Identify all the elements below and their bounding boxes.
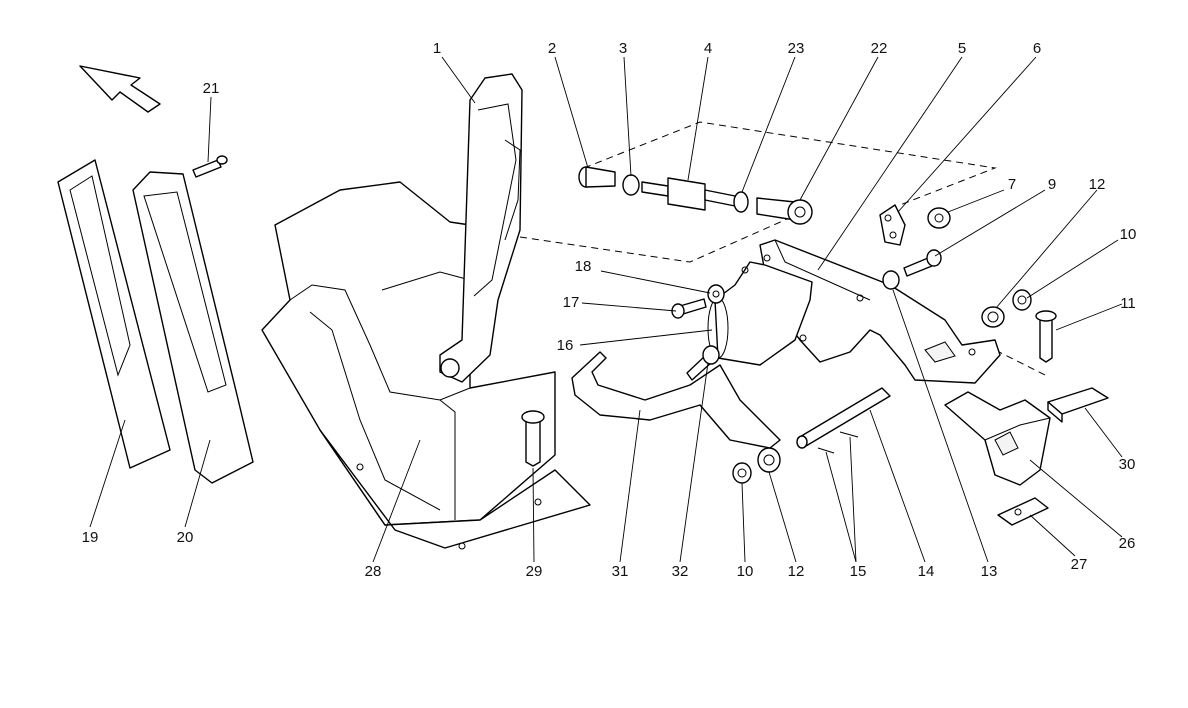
- part-4-threaded-sleeve: [641, 177, 736, 211]
- part-12-bushing-upper: [981, 306, 1005, 328]
- part-30-rubber-pad: [1047, 387, 1109, 423]
- part-3-spacer: [622, 174, 640, 196]
- callout-4: 4: [704, 40, 712, 57]
- callout-3: 3: [619, 40, 627, 57]
- callout-21: 21: [203, 80, 220, 97]
- callout-12-lower: 12: [788, 563, 805, 580]
- callout-9: 9: [1048, 176, 1056, 193]
- part-29-screw: [521, 410, 545, 467]
- assembly-dashed-lines: [519, 121, 1046, 376]
- leader-lines: [89, 56, 1123, 563]
- part-6-link-plate: [879, 204, 906, 246]
- callout-10-lower: 10: [737, 563, 754, 580]
- callout-28: 28: [365, 563, 382, 580]
- part-17-screw: [671, 298, 707, 319]
- part-20-pedal-pad: [132, 171, 254, 484]
- callout-5: 5: [958, 40, 966, 57]
- part-16-pivot-tube: [707, 261, 813, 366]
- direction-arrow-icon: [79, 65, 161, 113]
- part-19-pedal-cover: [57, 159, 171, 469]
- callout-17: 17: [563, 294, 580, 311]
- part-21-screw: [192, 155, 228, 178]
- callout-7: 7: [1008, 176, 1016, 193]
- part-26-support-bracket: [944, 391, 1051, 486]
- part-27-rubber-pad: [997, 497, 1049, 526]
- callout-19: 19: [82, 529, 99, 546]
- part-10-washer-upper: [1012, 289, 1032, 311]
- part-14-pivot-pin: [796, 387, 891, 449]
- callout-29: 29: [526, 563, 543, 580]
- part-15-cotter-pins: [817, 431, 859, 454]
- callout-18: 18: [575, 258, 592, 275]
- callout-32: 32: [672, 563, 689, 580]
- part-1-pedal-lever: [439, 73, 523, 383]
- callout-22: 22: [871, 40, 888, 57]
- part-11-screw: [1035, 310, 1057, 363]
- callout-6: 6: [1033, 40, 1041, 57]
- callout-2: 2: [548, 40, 556, 57]
- callout-10-upper: 10: [1120, 226, 1137, 243]
- callout-23: 23: [788, 40, 805, 57]
- callout-14: 14: [918, 563, 935, 580]
- part-28-pedal-housing: [261, 181, 591, 550]
- part-2-bolt: [578, 166, 616, 188]
- callout-labels: 1 2 3 4 23 22 5 6 21 7 9 12 10 18 17 11 …: [82, 40, 1137, 580]
- callout-31: 31: [612, 563, 629, 580]
- callout-27: 27: [1071, 556, 1088, 573]
- part-9-screw: [903, 249, 942, 277]
- callout-30: 30: [1119, 456, 1136, 473]
- part-22-eye-bolt: [756, 197, 813, 225]
- callout-16: 16: [557, 337, 574, 354]
- part-12-bushing-lower: [757, 447, 781, 473]
- part-31-return-spring: [571, 351, 781, 449]
- part-13-bushing: [882, 270, 900, 290]
- part-32-screw: [686, 345, 720, 381]
- callout-26: 26: [1119, 535, 1136, 552]
- callout-12-upper: 12: [1089, 176, 1106, 193]
- part-5-mounting-bracket: [759, 239, 1001, 384]
- callout-15: 15: [850, 563, 867, 580]
- callout-11: 11: [1120, 295, 1136, 312]
- part-23-washer: [733, 191, 749, 213]
- callout-1: 1: [433, 40, 441, 57]
- part-10-washer-lower: [732, 462, 752, 484]
- callout-13: 13: [981, 563, 998, 580]
- part-7-nut: [927, 207, 951, 229]
- callout-20: 20: [177, 529, 194, 546]
- part-18-washer: [707, 284, 725, 304]
